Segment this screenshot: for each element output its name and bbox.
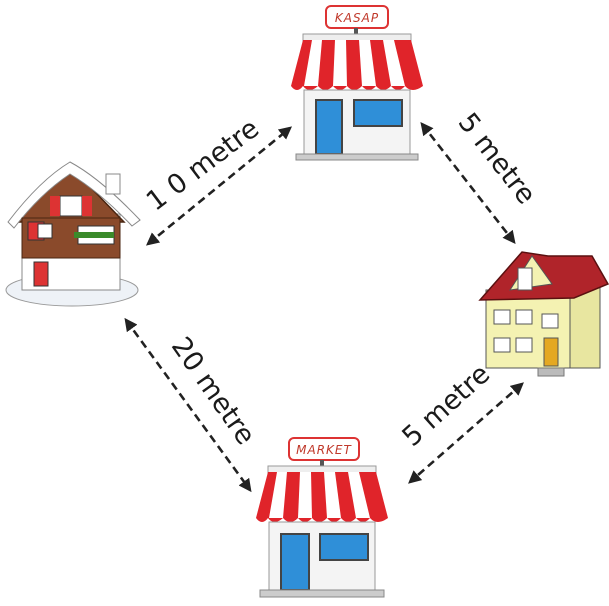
chalet-house (6, 162, 140, 306)
market-shop: MARKET (256, 438, 388, 597)
butcher-awning (291, 40, 423, 90)
distance-label-chalet-market: 20 metre (165, 332, 261, 451)
market-sign-label: MARKET (296, 443, 352, 457)
butcher-sign-label: KASAP (335, 11, 379, 25)
butcher-shop: KASAP (291, 6, 423, 160)
distance-label-market-house: 5 metre (396, 359, 496, 453)
butcher-window (354, 100, 402, 126)
distance-label-butcher-house: 5 metre (452, 107, 542, 210)
distance-label-chalet-butcher: 1 0 metre (141, 113, 265, 217)
butcher-door (316, 100, 342, 154)
family-house (480, 252, 608, 376)
market-window (320, 534, 368, 560)
market-awning (256, 472, 388, 522)
market-door (281, 534, 309, 590)
